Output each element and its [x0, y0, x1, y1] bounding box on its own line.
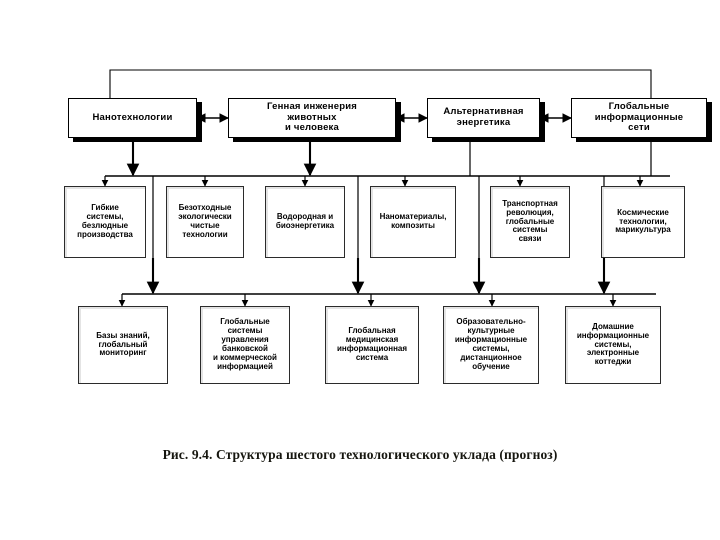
tier2-label-nanomat: Наноматериалы, композиты — [379, 212, 447, 230]
tier2-label-waste: Безотходные экологически чистые технолог… — [178, 203, 232, 239]
tier2-feeds — [146, 258, 611, 295]
tier1-label-nano: Нанотехнологии — [92, 111, 173, 123]
tier3-label-knowledge: Базы знаний, глобальный мониторинг — [96, 330, 150, 358]
tier3-node-banking[interactable]: Глобальные системы управления банковской… — [200, 306, 290, 384]
tier3-node-home[interactable]: Домашние информационные системы, электро… — [565, 306, 661, 384]
tier1-label-gene: Генная инженерия животных и человека — [266, 101, 357, 134]
tier3-node-knowledge[interactable]: Базы знаний, глобальный мониторинг — [78, 306, 168, 384]
tier1-node-gene[interactable]: Генная инженерия животных и человека — [228, 98, 396, 138]
tier1-feeds — [126, 140, 317, 177]
tier1-long-feeds — [469, 140, 652, 176]
tier3-drops — [118, 294, 617, 307]
tier3-label-banking: Глобальные системы управления банковской… — [213, 317, 277, 371]
tier1-label-infonet: Глобальные информационные сети — [594, 101, 684, 134]
tier2-node-transport[interactable]: Транспортная революция, глобальные систе… — [490, 186, 570, 258]
tier2-node-space[interactable]: Космические технологии, марикультура — [601, 186, 685, 258]
tier2-drops — [101, 176, 644, 187]
tier3-label-home: Домашние информационные системы, электро… — [576, 321, 650, 367]
tier3-node-education[interactable]: Образовательно- культурные информационны… — [443, 306, 539, 384]
top-return-bus — [109, 69, 652, 98]
tier2-node-hydrogen[interactable]: Водородная и биоэнергетика — [265, 186, 345, 258]
tier2-label-flex: Гибкие системы, безлюдные производства — [77, 203, 133, 239]
tier1-node-energy[interactable]: Альтернативная энергетика — [427, 98, 540, 138]
tier2-node-nanomat[interactable]: Наноматериалы, композиты — [370, 186, 456, 258]
tier3-node-medical[interactable]: Глобальная медицинская информационная си… — [325, 306, 419, 384]
tier1-node-nano[interactable]: Нанотехнологии — [68, 98, 197, 138]
tier2-label-transport: Транспортная революция, глобальные систе… — [502, 198, 558, 244]
tier2-node-flex[interactable]: Гибкие системы, безлюдные производства — [64, 186, 146, 258]
tier2-label-space: Космические технологии, марикультура — [615, 207, 671, 235]
tier1-node-infonet[interactable]: Глобальные информационные сети — [571, 98, 707, 138]
tier2-node-waste[interactable]: Безотходные экологически чистые технолог… — [166, 186, 244, 258]
figure-caption: Рис. 9.4. Структура шестого технологичес… — [162, 447, 558, 462]
tier1-label-energy: Альтернативная энергетика — [443, 106, 524, 128]
tier2-label-hydrogen: Водородная и биоэнергетика — [275, 212, 335, 230]
tier3-label-medical: Глобальная медицинская информационная си… — [336, 326, 408, 362]
tier3-label-education: Образовательно- культурные информационны… — [454, 317, 528, 371]
